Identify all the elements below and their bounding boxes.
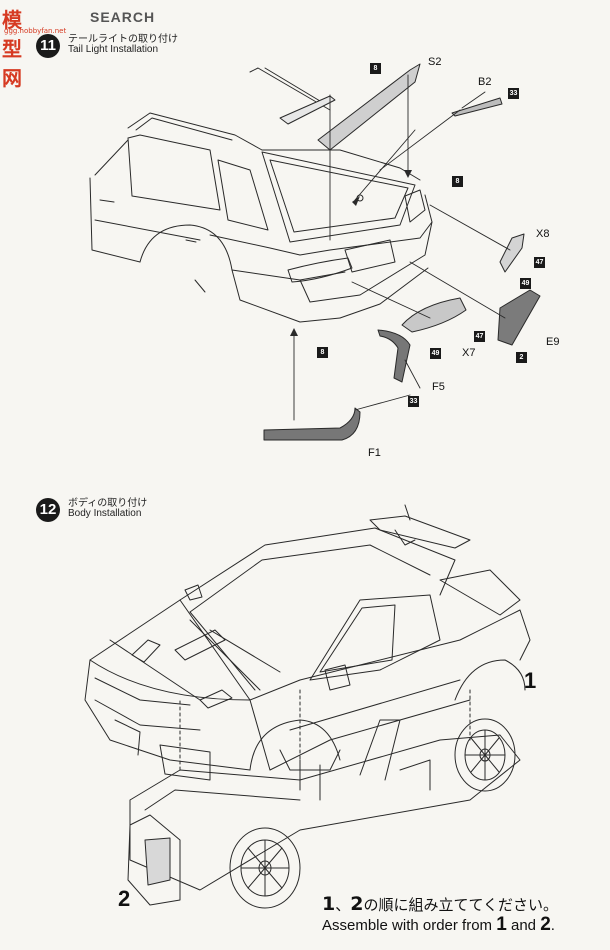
watermark-url: ggg.hobbyfan.net — [4, 27, 67, 35]
step-11-title-en: Tail Light Installation — [68, 44, 159, 55]
note-en-text-3: . — [550, 917, 555, 934]
label-x8: X8 — [536, 228, 550, 240]
step-12-title-jp: ボディの取り付け — [68, 498, 148, 509]
front-wheel — [229, 827, 301, 909]
note-en-text-2: and — [506, 917, 541, 934]
label-f5: F5 — [432, 381, 445, 393]
note-en-order-2: 2 — [540, 914, 551, 935]
paint-code-2: 33 — [508, 88, 519, 99]
assembly-arrows — [293, 74, 511, 421]
label-f1: F1 — [368, 447, 381, 459]
step-12-title-en: Body Installation — [68, 508, 142, 519]
assembly-note-en: Assemble with order from 1 and 2. — [322, 914, 555, 936]
paint-code-8: 2 — [516, 352, 527, 363]
note-jp-text: の順に組み立ててください。 — [363, 896, 559, 914]
paint-code-4: 47 — [534, 257, 545, 268]
label-e9: E9 — [546, 336, 560, 348]
step-12-badge: 12 — [36, 498, 60, 522]
watermark-logo: 模型网 — [2, 8, 23, 90]
rear-wheel — [454, 718, 516, 792]
label-x7: X7 — [462, 347, 476, 359]
step12-chassis — [127, 689, 521, 906]
label-b2: B2 — [478, 76, 492, 88]
step-11-title-jp: テールライトの取り付け — [68, 34, 178, 45]
label-s2: S2 — [428, 56, 442, 68]
part-f1 — [263, 407, 361, 441]
note-en-text-1: Assemble with order from — [322, 917, 497, 934]
paint-code-5: 49 — [520, 278, 531, 289]
label-body-assembly: 1 — [524, 668, 537, 693]
part-x8 — [499, 233, 525, 273]
paint-code-10: 33 — [408, 396, 419, 407]
assembly-note-jp: 1、2の順に組み立ててください。 — [322, 893, 558, 915]
part-b2 — [451, 97, 503, 117]
part-x7 — [401, 297, 467, 333]
note-jp-order-1: 1 — [322, 893, 336, 915]
paint-code-3: 8 — [452, 176, 463, 187]
label-chassis-assembly: 2 — [118, 886, 131, 911]
spoiler-part — [249, 63, 421, 151]
step-11-badge: 11 — [36, 34, 60, 58]
paint-code-6: 47 — [474, 331, 485, 342]
paint-code-7: 49 — [430, 348, 441, 359]
paint-code-1: 8 — [370, 63, 381, 74]
paint-code-9: 8 — [317, 347, 328, 358]
note-jp-comma: 、 — [335, 896, 351, 914]
part-f5 — [377, 329, 411, 383]
step11-car-body — [89, 112, 433, 323]
watermark-search-text: SEARCH — [90, 9, 156, 25]
note-en-order-1: 1 — [496, 914, 507, 935]
note-jp-order-2: 2 — [350, 893, 364, 915]
arrow-heads — [290, 170, 412, 336]
part-e9 — [497, 289, 541, 346]
step12-car-body — [84, 504, 531, 781]
